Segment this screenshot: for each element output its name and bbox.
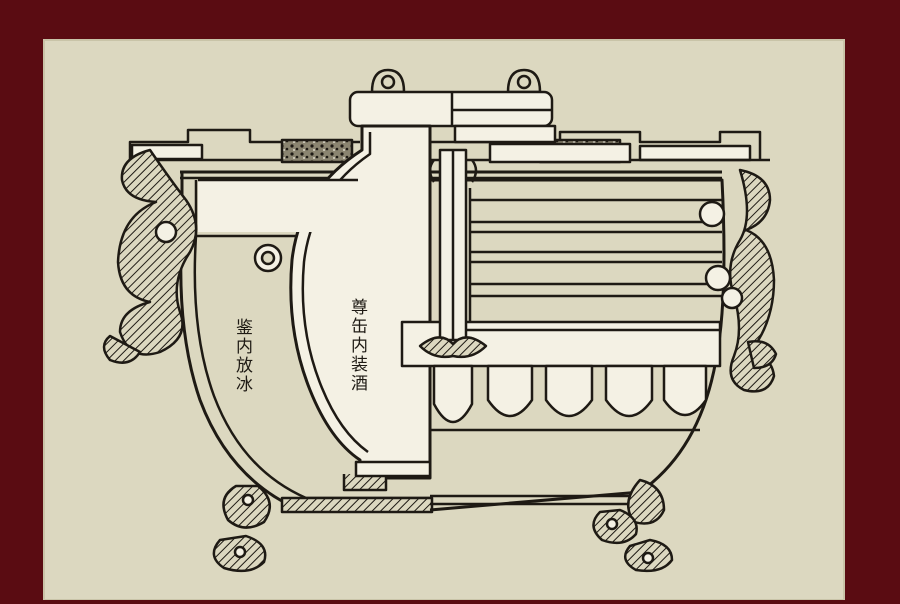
central-rod (418, 148, 488, 359)
label-ice-chamber: 鉴内放冰 (232, 318, 252, 394)
petal-band (432, 364, 708, 424)
ornament-band-left (280, 138, 354, 164)
right-foot (592, 478, 674, 573)
base-plate (280, 496, 434, 514)
left-dragon-handle (116, 148, 198, 356)
left-foot (212, 484, 271, 573)
jian-outer-wall-left (179, 172, 430, 512)
fou-lid (348, 68, 632, 164)
label-wine-vessel: 尊缶内装酒 (347, 298, 367, 393)
